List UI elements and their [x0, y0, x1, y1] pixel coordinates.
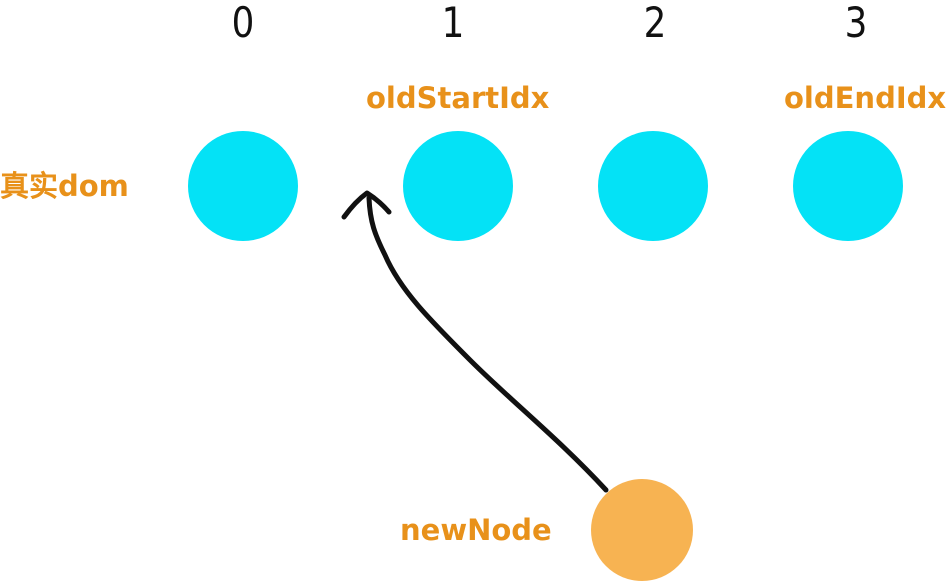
old-end-idx-label: oldEndIdx	[784, 81, 947, 115]
index-2: 2	[643, 0, 667, 47]
dom-node-2	[598, 131, 708, 241]
index-3: 3	[844, 0, 868, 47]
real-dom-label: 真实dom	[0, 169, 129, 203]
arrow-shaft	[366, 195, 609, 493]
dom-node-1	[403, 131, 513, 241]
new-node	[591, 479, 693, 581]
old-start-idx-label: oldStartIdx	[366, 81, 550, 115]
index-1: 1	[441, 0, 465, 47]
dom-node-0	[188, 131, 298, 241]
dom-node-3	[793, 131, 903, 241]
index-0: 0	[231, 0, 255, 47]
new-node-label: newNode	[400, 513, 552, 547]
arrow-head	[341, 190, 392, 220]
